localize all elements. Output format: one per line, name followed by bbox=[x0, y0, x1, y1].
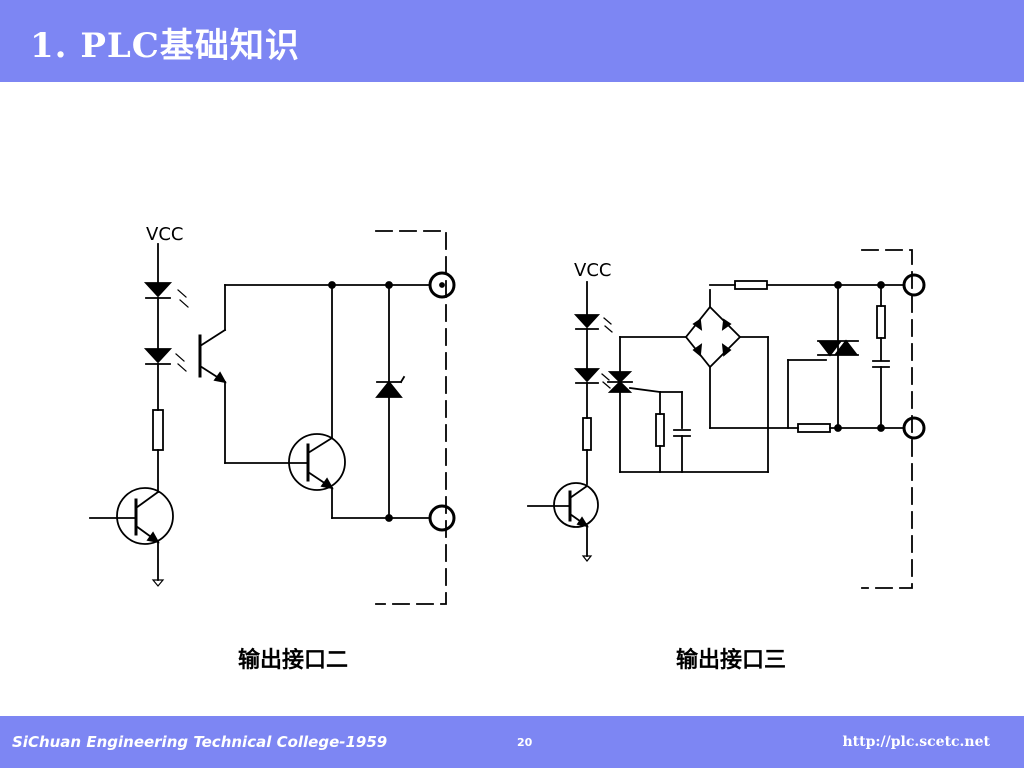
driver-transistor bbox=[89, 487, 174, 587]
footer-bar: SiChuan Engineering Technical College-19… bbox=[0, 716, 1024, 768]
title-bar: 1. PLC基础知识 bbox=[0, 0, 1024, 82]
bridge-rectifier bbox=[684, 289, 769, 473]
led-1 bbox=[143, 282, 189, 308]
module-boundary bbox=[861, 249, 913, 589]
output-transistor bbox=[224, 284, 346, 519]
caption-output-interface-3: 输出接口三 bbox=[676, 648, 787, 673]
zener-diode bbox=[375, 284, 406, 519]
phototransistor bbox=[198, 284, 227, 464]
page-number: 20 bbox=[517, 736, 533, 749]
driver-transistor bbox=[527, 482, 599, 562]
terminal-top bbox=[902, 273, 926, 297]
caption-output-interface-2: 输出接口二 bbox=[238, 648, 349, 673]
circuit-diagrams: VCC bbox=[89, 224, 926, 605]
college-name: SiChuan Engineering Technical College-19… bbox=[12, 733, 388, 751]
opto-triac-led bbox=[573, 368, 611, 389]
gate-resistor bbox=[655, 413, 665, 447]
output-interface-3-circuit: VCC bbox=[527, 249, 926, 589]
terminal-bottom bbox=[428, 504, 456, 532]
resistor bbox=[152, 409, 164, 451]
rc-snubber bbox=[872, 284, 890, 429]
slide-title: 1. PLC基础知识 bbox=[30, 26, 300, 66]
terminal-top bbox=[428, 271, 456, 299]
optocoupler-led bbox=[143, 348, 187, 372]
footer-url[interactable]: http://plc.scetc.net bbox=[842, 734, 990, 750]
opto-triac bbox=[607, 336, 662, 473]
output-interface-2-circuit: VCC bbox=[89, 224, 456, 605]
led-1 bbox=[573, 314, 613, 333]
vcc-label: VCC bbox=[574, 260, 611, 281]
bottom-resistor bbox=[797, 423, 831, 433]
module-boundary bbox=[375, 230, 447, 605]
terminal-bottom bbox=[902, 416, 926, 440]
top-resistor bbox=[734, 280, 768, 290]
resistor bbox=[582, 417, 592, 451]
vcc-label: VCC bbox=[146, 224, 183, 245]
power-triac bbox=[787, 284, 859, 429]
